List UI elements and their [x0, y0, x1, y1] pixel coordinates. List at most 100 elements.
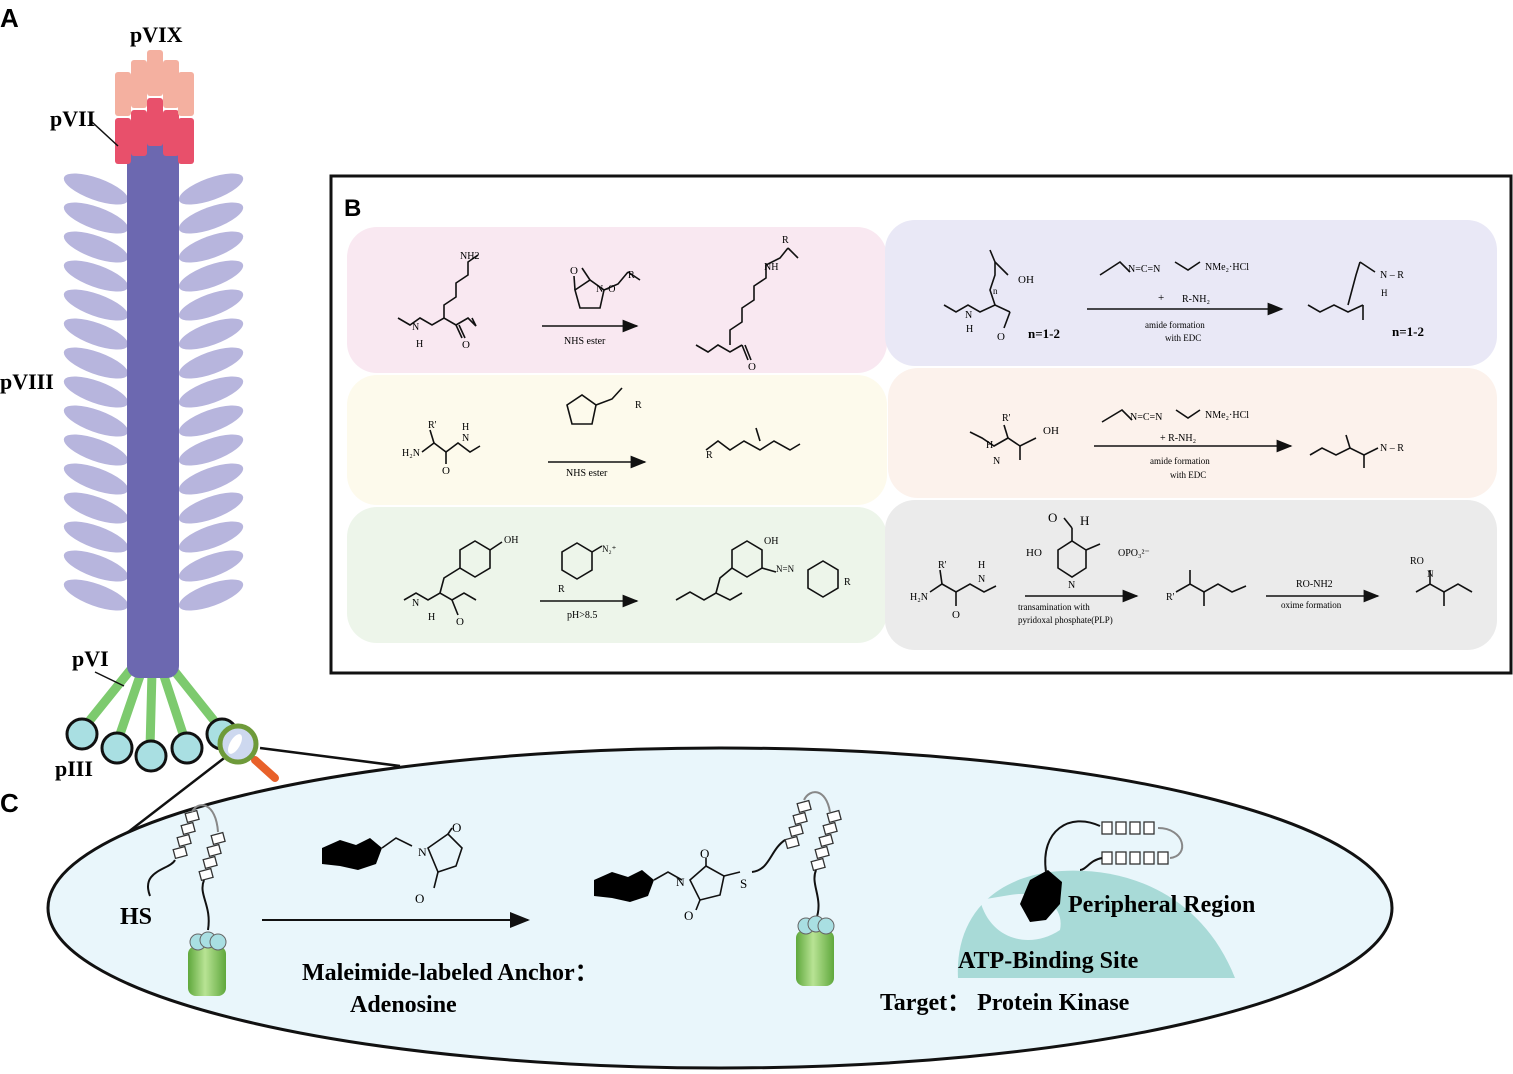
- magnifier-icon: [217, 723, 279, 782]
- r3r-plp-o: O: [1048, 510, 1057, 525]
- r1r-nh: N: [965, 310, 972, 321]
- panel-b: [329, 174, 1513, 675]
- r1l-prod-nh: NH: [764, 262, 778, 273]
- pVIII-right: [178, 173, 244, 611]
- row1-right-structures: [943, 249, 1376, 329]
- maleimide-reagent: [322, 827, 463, 889]
- reagent-n: N: [418, 845, 427, 859]
- r3l-r: R: [558, 584, 565, 595]
- r3r-h: H: [978, 560, 985, 571]
- r1r-h: H: [966, 324, 973, 335]
- panel-c: [46, 746, 1394, 1070]
- r1r-prod-nr: N – R: [1380, 270, 1404, 281]
- row3-right-structures: [929, 517, 1473, 606]
- pVII-leader: [91, 121, 119, 147]
- product-o2: O: [684, 908, 693, 923]
- box-tyrosine: [347, 507, 887, 643]
- r2l-o: O: [442, 465, 450, 477]
- r3r-plp-ho: HO: [1026, 547, 1042, 559]
- r3l-oh: OH: [504, 535, 518, 546]
- r1r-n: n: [993, 286, 998, 296]
- r3r-r: R': [938, 560, 947, 571]
- r3r-plp-n: N: [1068, 580, 1075, 591]
- r3r-plp-opo: OPO₃²⁻: [1118, 548, 1150, 559]
- phage-diagram: [63, 50, 279, 782]
- r1r-prod-h: H: [1381, 288, 1388, 298]
- r1r-reagent: N=C=N: [1128, 264, 1160, 275]
- box-lysine: [347, 227, 887, 373]
- box-transamination: [885, 500, 1497, 650]
- peptide-left: [147, 804, 227, 996]
- r3r-h2n: H₂N: [910, 592, 928, 603]
- anchor-line2: Adenosine: [350, 992, 457, 1018]
- r1l-nh2: NH2: [460, 251, 479, 262]
- r3r-arrow1b: pyridoxal phosphate(PLP): [1018, 615, 1113, 625]
- r1l-prod-o: O: [748, 361, 756, 373]
- zoom-ellipse: [46, 746, 1394, 1070]
- r2r-arrow1: amide formation: [1150, 456, 1210, 466]
- anchor-line1: Maleimide-labeled Anchor：: [302, 960, 599, 986]
- r3r-oxime-ro: RO: [1410, 556, 1424, 567]
- r1r-o: O: [997, 331, 1005, 343]
- atp-label: ATP-Binding Site: [958, 948, 1139, 974]
- pVIX-cap: [115, 50, 194, 116]
- r2l-h: H: [462, 422, 469, 433]
- box-n-terminus: [347, 375, 887, 505]
- r3l-h: H: [428, 612, 435, 623]
- r3r-oxime-n: N: [1427, 569, 1434, 579]
- pVI-fibers: [77, 663, 225, 753]
- reagent-o1: O: [452, 820, 461, 835]
- r2r-h: H: [986, 440, 993, 451]
- r2r-amine: + R-NH₂: [1160, 433, 1196, 444]
- r2l-h2n: H₂N: [402, 448, 420, 459]
- r1r-reagent-tail: NMe₂·HCl: [1205, 262, 1249, 273]
- r1r-arrow1: amide formation: [1145, 320, 1205, 330]
- conjugate-product: [594, 791, 842, 986]
- r3r-n: N: [978, 574, 985, 585]
- panel-c-label: C: [0, 788, 19, 818]
- r3l-prod-oh: OH: [764, 536, 778, 547]
- r2r-arrow2: with EDC: [1170, 470, 1206, 480]
- product-s: S: [740, 876, 747, 891]
- r2r-r: R': [1002, 413, 1011, 424]
- phage-tip-cylinder-right: [796, 930, 834, 986]
- zoom-line-right: [259, 746, 401, 768]
- phage-body: [127, 142, 179, 678]
- r2r-n: N: [993, 456, 1000, 467]
- r2l-arrow-label: NHS ester: [566, 468, 608, 479]
- r1r-cond: n=1-2: [1028, 326, 1060, 341]
- r1r-plus: +: [1158, 292, 1164, 304]
- product-n: N: [676, 875, 685, 889]
- r3r-arrow1a: transamination with: [1018, 602, 1090, 612]
- row3-left-structures: [403, 540, 839, 616]
- r3r-plp-h: H: [1080, 513, 1089, 528]
- row1-left-structures: [397, 247, 799, 361]
- box-asp-glu: [885, 220, 1497, 366]
- box-c-terminus: [888, 368, 1497, 498]
- r3r-o: O: [952, 609, 960, 621]
- r2r-reagent: N=C=N: [1130, 412, 1162, 423]
- pVIII-left: [63, 173, 129, 611]
- r3l-n2: N₂⁺: [602, 544, 617, 554]
- r2l-r: R': [428, 420, 437, 431]
- product-o1: O: [700, 846, 709, 861]
- row2-left-structures: [421, 387, 801, 464]
- hs-label: HS: [120, 904, 152, 930]
- r3l-arrow-label: pH>8.5: [567, 610, 597, 621]
- r1l-reagent-r: R: [628, 270, 635, 281]
- r3l-nh: N: [412, 598, 419, 609]
- r1l-reagent-o: O: [570, 265, 578, 277]
- panel-a-label: A: [0, 3, 19, 33]
- r1r-prod-cond: n=1-2: [1392, 324, 1424, 339]
- r1r-oh: OH: [1018, 274, 1034, 286]
- r3l-o: O: [456, 616, 464, 628]
- r1l-h: H: [416, 339, 423, 350]
- r3r-ketone-r: R': [1166, 592, 1175, 603]
- r2r-prod-nr: N – R: [1380, 443, 1404, 454]
- r2r-oh: OH: [1043, 425, 1059, 437]
- r2l-prod-r: R: [706, 450, 713, 461]
- r3r-arrow2b: oxime formation: [1281, 600, 1342, 610]
- row2-right-structures: [969, 408, 1379, 468]
- r1l-prod-r: R: [782, 235, 789, 246]
